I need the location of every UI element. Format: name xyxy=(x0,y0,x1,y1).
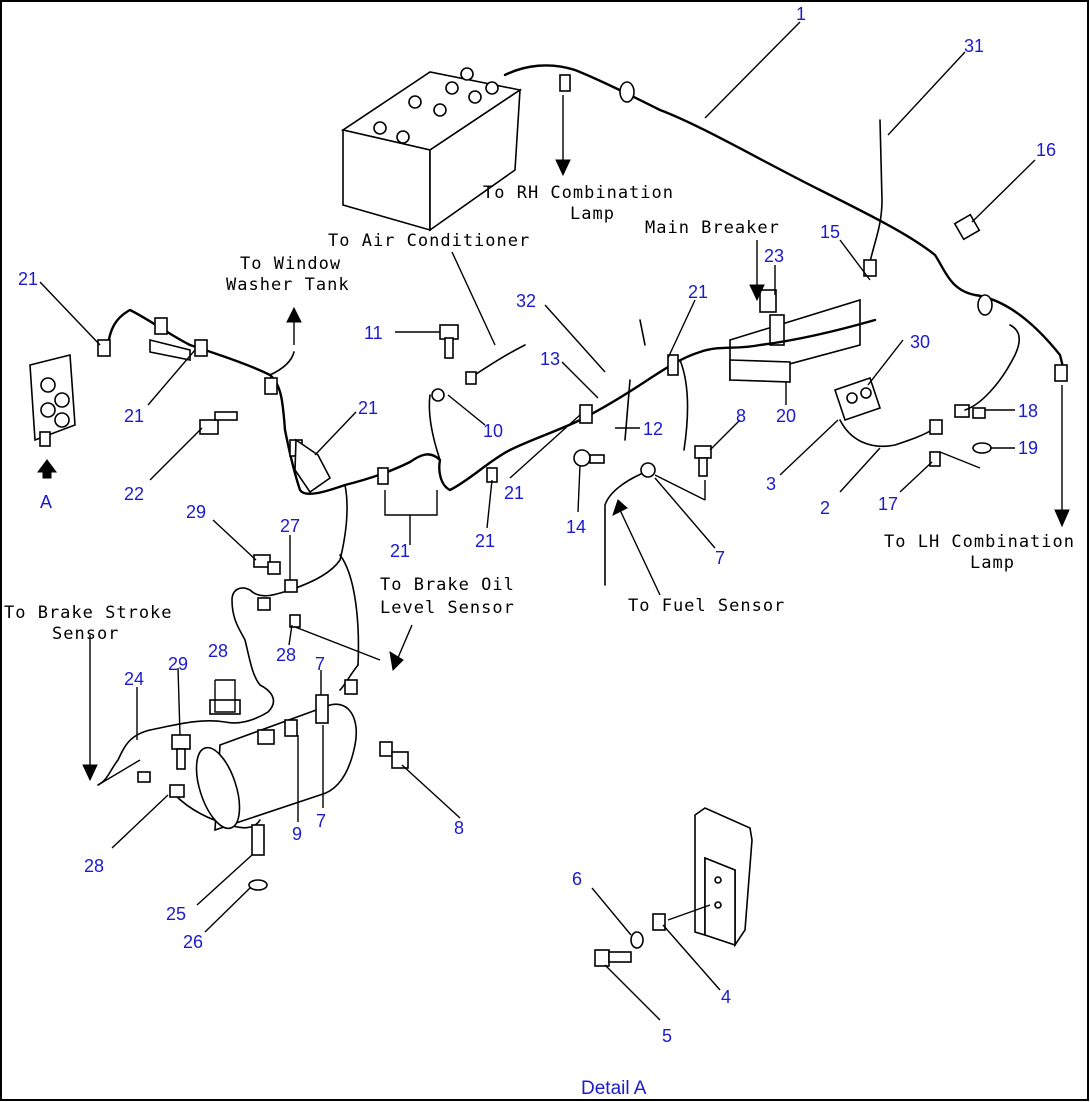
bolt-8-lower xyxy=(379,741,409,769)
caption-lh-lamp-line1: To LH Combination xyxy=(884,532,1075,552)
battery-illustration xyxy=(341,67,523,232)
callout-leaders xyxy=(39,21,1036,1021)
caption-brake-oil-line1: To Brake Oil xyxy=(380,575,515,595)
callout-8-bot: 8 xyxy=(454,818,464,838)
circuit-breaker-30 xyxy=(833,376,882,422)
caption-brake-oil-line2: Level Sensor xyxy=(380,598,515,618)
callout-21-washer: 21 xyxy=(124,406,144,426)
callout-14: 14 xyxy=(566,517,586,537)
brake-harness-wire xyxy=(97,587,291,786)
caption-fuel-sensor: To Fuel Sensor xyxy=(628,596,785,616)
callout-10: 10 xyxy=(483,421,503,441)
wire-grommet xyxy=(619,81,635,103)
callout-20: 20 xyxy=(776,406,796,426)
caption-air-conditioner: To Air Conditioner xyxy=(328,231,530,251)
callout-17: 17 xyxy=(878,494,898,514)
callout-21-diag: 21 xyxy=(504,483,524,503)
callout-21-bot: 21 xyxy=(475,531,495,551)
callout-16: 16 xyxy=(1036,140,1056,160)
callout-28-bot: 28 xyxy=(84,856,104,876)
callout-3: 3 xyxy=(766,474,776,494)
sensor-25 xyxy=(251,824,265,856)
callout-25: 25 xyxy=(166,904,186,924)
connector-block-a xyxy=(29,353,76,447)
callout-11: 11 xyxy=(364,323,383,343)
callout-7-top: 7 xyxy=(715,548,725,568)
callout-30: 30 xyxy=(910,332,930,352)
callout-24: 24 xyxy=(124,669,144,689)
callout-15: 15 xyxy=(820,222,840,242)
caption-main-breaker: Main Breaker xyxy=(645,218,780,238)
callout-18: 18 xyxy=(1018,401,1038,421)
callout-29-left: 29 xyxy=(168,654,188,674)
callout-7-mid: 7 xyxy=(315,654,325,674)
callout-13: 13 xyxy=(540,349,560,369)
lh-lamp-connector xyxy=(1054,364,1068,382)
callout-22: 22 xyxy=(124,484,144,504)
caption-window-washer-line1: To Window xyxy=(240,254,341,274)
caption-brake-stroke-line2: Sensor xyxy=(52,624,119,644)
callout-28-mid: 28 xyxy=(276,645,296,665)
callout-21-top: 21 xyxy=(688,282,708,302)
callout-28-top: 28 xyxy=(208,641,228,661)
caption-detail-a: Detail A xyxy=(581,1078,647,1099)
bolt-22 xyxy=(199,411,238,435)
callout-4: 4 xyxy=(721,987,731,1007)
callout-21-left: 21 xyxy=(18,269,38,289)
detail-a-bracket xyxy=(694,807,753,948)
center-harness-wire xyxy=(106,308,877,495)
clip-4 xyxy=(652,913,666,931)
callout-5: 5 xyxy=(662,1026,672,1046)
caption-rh-lamp-line1: To RH Combination xyxy=(483,183,674,203)
bolt-11 xyxy=(439,324,459,359)
bolt-8-top xyxy=(694,445,712,477)
caption-window-washer-line2: Washer Tank xyxy=(226,275,350,295)
washer-6 xyxy=(630,931,644,949)
bolt-29-lower xyxy=(171,734,191,770)
main-breaker-bracket xyxy=(729,289,861,383)
rh-lamp-connector xyxy=(559,74,571,92)
callout-7-bot: 7 xyxy=(316,811,326,831)
caption-brake-stroke-line1: To Brake Stroke xyxy=(4,603,173,623)
callout-19: 19 xyxy=(1018,438,1038,458)
caption-rh-lamp-line2: Lamp xyxy=(570,204,615,224)
callout-21-low: 21 xyxy=(390,541,410,561)
callout-9: 9 xyxy=(292,824,302,844)
callout-32: 32 xyxy=(516,291,536,311)
callout-2: 2 xyxy=(820,498,830,518)
bolt-5 xyxy=(594,949,632,967)
caption-lh-lamp-line2: Lamp xyxy=(970,553,1015,573)
harness-clamps xyxy=(97,317,679,494)
callout-1: 1 xyxy=(796,4,806,24)
callout-12: 12 xyxy=(643,419,663,439)
callout-21-mid: 21 xyxy=(358,398,378,418)
washer-26 xyxy=(248,879,268,891)
main-harness-wire xyxy=(503,64,1067,377)
callout-27: 27 xyxy=(280,516,300,536)
air-tank xyxy=(195,703,357,832)
callout-31: 31 xyxy=(964,36,984,56)
bolt-29-upper xyxy=(253,554,271,568)
callout-26: 26 xyxy=(183,932,203,952)
callout-29-top: 29 xyxy=(186,502,206,522)
callout-8-top: 8 xyxy=(736,406,746,426)
view-a-label: A xyxy=(40,492,52,512)
callout-23: 23 xyxy=(764,246,784,266)
nut-14 xyxy=(573,449,591,467)
callout-6: 6 xyxy=(572,869,582,889)
